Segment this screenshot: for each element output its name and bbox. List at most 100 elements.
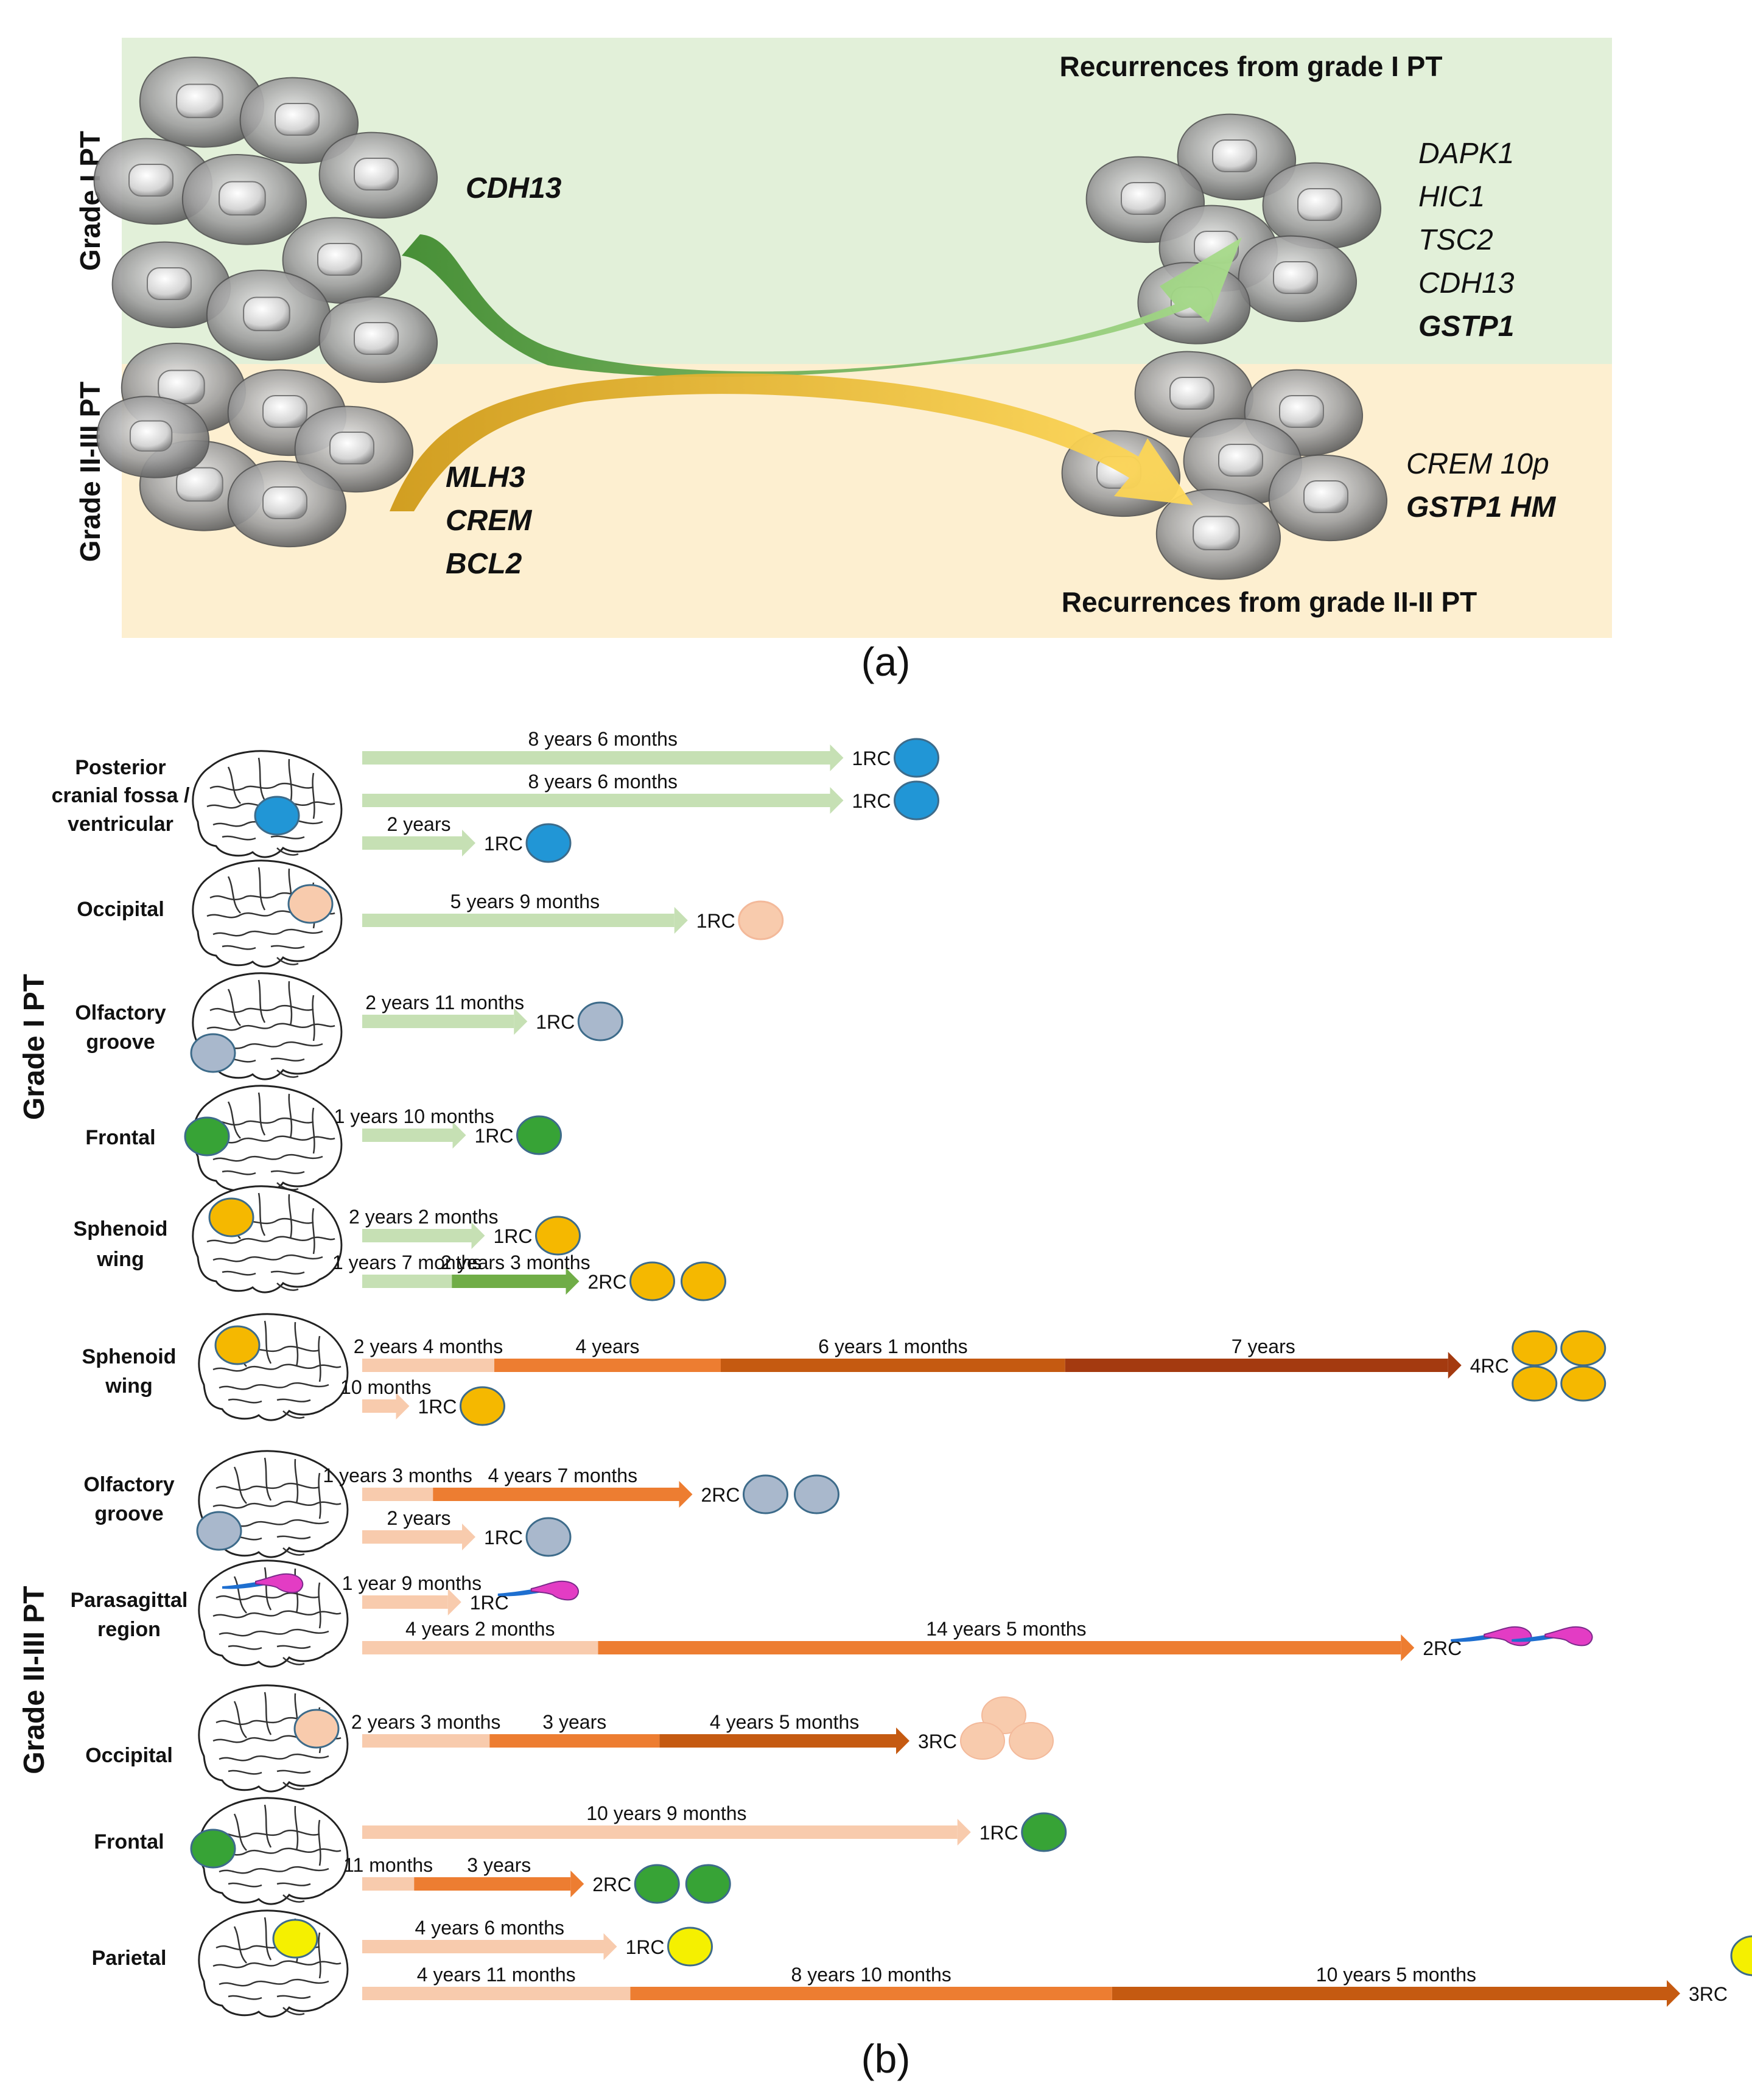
- gene-label: CREM 10p: [1406, 448, 1549, 480]
- interval-label: 2 years: [387, 1507, 451, 1529]
- location-label: Frontal: [85, 1126, 155, 1149]
- location-label: groove: [94, 1502, 163, 1525]
- interval-label: 2 years: [387, 813, 451, 835]
- location-label: Olfactory: [83, 1473, 174, 1496]
- tumor-icon: [190, 1033, 236, 1073]
- recurrence-tumor-icon: [497, 1580, 580, 1601]
- timeline-segment: [362, 1734, 490, 1748]
- timeline-arrowhead: [1401, 1634, 1415, 1661]
- location-label: Occipital: [85, 1744, 173, 1767]
- tumor-icon: [184, 1116, 230, 1157]
- recurrence-tumor-icon: [525, 1517, 572, 1557]
- recurrence-grade1-title: Recurrences from grade I PT: [1060, 51, 1443, 82]
- timeline-segment: [362, 914, 675, 927]
- interval-label: 14 years 5 months: [926, 1618, 1086, 1640]
- timeline-segment: [362, 1940, 604, 1953]
- gene-label: TSC2: [1418, 224, 1493, 256]
- timeline-segment: [362, 1488, 433, 1501]
- panel-b: Grade I PT Grade II-III PT Posteriorcran…: [18, 728, 1752, 2081]
- recurrence-count-label: 1RC: [852, 790, 891, 812]
- interval-label: 1 years 3 months: [323, 1465, 472, 1486]
- interval-label: 4 years 7 months: [488, 1465, 637, 1486]
- panel-a-caption: (a): [861, 639, 911, 684]
- recurrence-tumor-icon: [894, 738, 939, 778]
- recurrence-count-label: 1RC: [494, 1225, 533, 1247]
- interval-label: 8 years 10 months: [791, 1964, 951, 1986]
- timeline-segment: [362, 1641, 598, 1654]
- cell: [181, 153, 307, 245]
- timeline-segment: [362, 1399, 396, 1413]
- recurrence-tumor-icon: [960, 1722, 1005, 1760]
- timeline-segment: [1112, 1987, 1667, 2000]
- tumor-icon: [293, 1709, 340, 1749]
- gene-label: CDH13: [1418, 267, 1515, 299]
- timeline-segment: [362, 1530, 462, 1544]
- timeline-segment: [598, 1641, 1401, 1654]
- timeline-arrowhead: [566, 1268, 580, 1295]
- timeline-segment: [362, 1015, 514, 1028]
- recurrence-tumor-icon: [1560, 1365, 1607, 1402]
- panel-b-grade1-label: Grade I PT: [18, 974, 51, 1120]
- tumor-icon: [214, 1325, 261, 1365]
- timeline-segment: [494, 1359, 721, 1372]
- location-label: Sphenoid: [82, 1345, 177, 1368]
- interval-label: 1 years 7 months: [332, 1251, 482, 1273]
- timeline-segment: [362, 836, 462, 850]
- recurrence-tumor-icon: [1021, 1812, 1067, 1852]
- recurrence-tumor-icon: [1512, 1365, 1558, 1402]
- recurrence-count-label: 1RC: [484, 1527, 523, 1549]
- recurrence-grade23-title: Recurrences from grade II-II PT: [1062, 586, 1477, 618]
- interval-label: 4 years 11 months: [417, 1964, 576, 1986]
- recurrence-tumor-icon: [1512, 1330, 1558, 1367]
- timeline-segment: [659, 1734, 896, 1748]
- timeline-segment: [1065, 1359, 1448, 1372]
- recurrence-tumor-icon: [1009, 1722, 1054, 1760]
- recurrence-tumor-icon: [743, 1474, 788, 1514]
- timeline-segment: [433, 1488, 679, 1501]
- timeline-segment: [452, 1275, 566, 1288]
- recurrence-tumor-icon: [794, 1474, 839, 1514]
- recurrence-count-label: 2RC: [592, 1874, 631, 1895]
- cell: [111, 241, 231, 329]
- interval-label: 2 years 4 months: [354, 1335, 503, 1357]
- cell: [206, 269, 331, 361]
- recurrence-tumor-icon: [525, 823, 572, 863]
- recurrence-count-label: 1RC: [418, 1396, 457, 1418]
- location-label: wing: [96, 1248, 144, 1271]
- location-label: Sphenoid: [74, 1217, 168, 1241]
- panel-a-grade23-label: Grade II-III PT: [74, 382, 106, 562]
- interval-label: 2 years 2 months: [349, 1206, 498, 1228]
- panel-a: Grade I PT Grade II-III PT Recurrences f…: [74, 38, 1612, 684]
- timeline-arrowhead: [674, 907, 688, 934]
- interval-label: 7 years: [1232, 1335, 1295, 1357]
- timeline-arrowhead: [462, 830, 475, 856]
- cell: [96, 396, 210, 478]
- timeline-arrowhead: [462, 1524, 475, 1550]
- timeline-arrowhead: [570, 1871, 584, 1897]
- gene-label: GSTP1 HM: [1406, 491, 1556, 523]
- location-label: ventricular: [68, 813, 173, 836]
- cell: [1155, 488, 1281, 580]
- location-label: Parasagittal: [71, 1589, 188, 1612]
- interval-label: 8 years 6 months: [528, 771, 678, 793]
- interval-label: 3 years: [467, 1854, 531, 1876]
- timeline-segment: [362, 1987, 631, 2000]
- interval-label: 3 years: [542, 1711, 606, 1733]
- recurrence-tumor-icon: [516, 1115, 562, 1155]
- recurrence-count-label: 2RC: [588, 1271, 627, 1293]
- cell: [294, 405, 414, 493]
- location-label: groove: [86, 1031, 155, 1054]
- interval-label: 2 years 3 months: [351, 1711, 500, 1733]
- recurrence-tumor-icon: [460, 1386, 505, 1426]
- interval-label: 5 years 9 months: [450, 891, 600, 912]
- primary-tumor-cells: [93, 56, 438, 548]
- interval-label: 4 years 6 months: [415, 1917, 564, 1939]
- interval-label: 1 years 10 months: [334, 1105, 494, 1127]
- location-label: Posterior: [75, 756, 166, 779]
